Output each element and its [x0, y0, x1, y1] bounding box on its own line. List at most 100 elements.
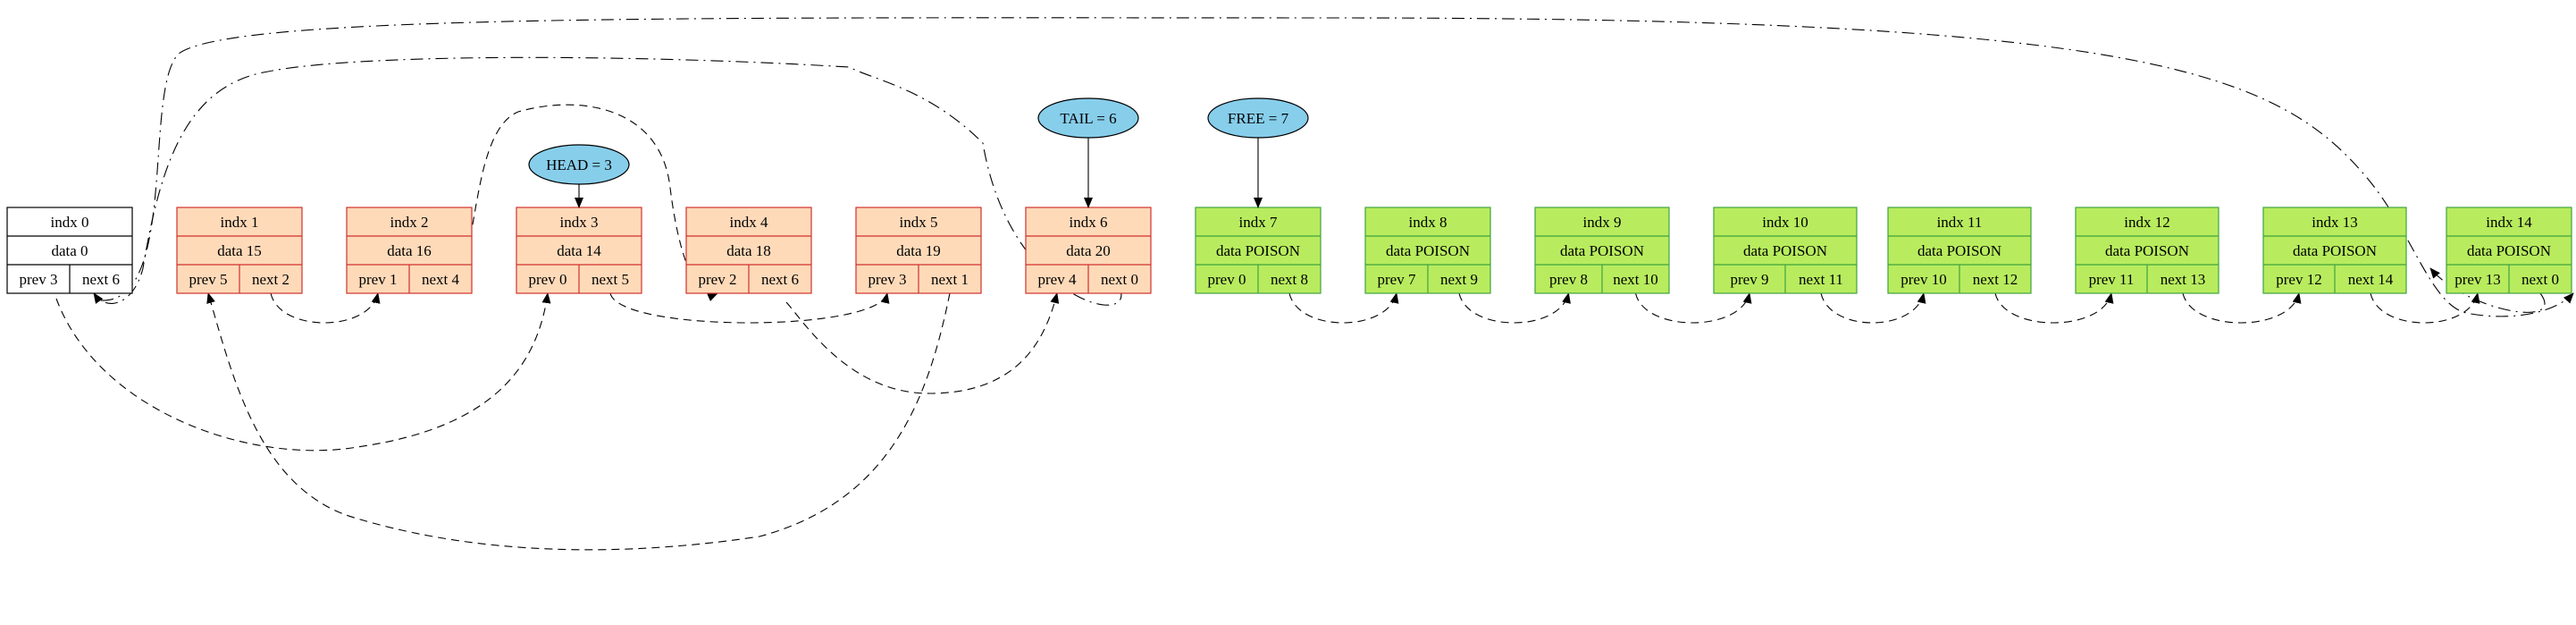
node-data-label: data POISON — [2105, 242, 2189, 259]
node-data-label: data POISON — [2467, 242, 2551, 259]
list-node: indx 11 data POISON prev 10 next 12 — [1887, 207, 2032, 294]
node-data-label: data 16 — [387, 242, 432, 259]
node-index-label: indx 6 — [1070, 214, 1108, 231]
list-node: indx 8 data POISON prev 7 next 9 — [1364, 207, 1491, 294]
link-arrow — [206, 292, 951, 551]
node-data-label: data 20 — [1066, 242, 1111, 259]
node-prev-label: prev 2 — [699, 271, 737, 288]
list-node: indx 0 data 0 prev 3 next 6 — [6, 207, 133, 294]
node-prev-label: prev 3 — [868, 271, 907, 288]
list-node: indx 10 data POISON prev 9 next 11 — [1713, 207, 1858, 294]
node-index-label: indx 2 — [390, 214, 429, 231]
node-index-label: indx 8 — [1409, 214, 1447, 231]
node-prev-label: prev 8 — [1549, 271, 1588, 288]
pointer-label: FREE = 7 — [1228, 110, 1289, 127]
node-next-label: next 6 — [761, 271, 799, 288]
node-data-label: data POISON — [1386, 242, 1470, 259]
node-index-label: indx 10 — [1762, 214, 1808, 231]
node-prev-label: prev 9 — [1731, 271, 1769, 288]
list-node: indx 4 data 18 prev 2 next 6 — [685, 207, 812, 294]
pointer-oval — [528, 144, 630, 185]
edges-layer — [55, 17, 2574, 551]
node-next-label: next 1 — [931, 271, 969, 288]
link-arrow — [100, 17, 2574, 317]
link-arrow — [270, 292, 381, 324]
node-index-label: indx 12 — [2124, 214, 2169, 231]
free-pointer: FREE = 7 — [1207, 97, 1309, 208]
link-arrow — [1288, 292, 1399, 324]
list-node: indx 13 data POISON prev 12 next 14 — [2262, 207, 2407, 294]
pointers-layer: HEAD = 3 TAIL = 6 FREE = 7 — [528, 97, 1309, 208]
node-index-label: indx 1 — [221, 214, 259, 231]
node-next-label: next 0 — [2521, 271, 2559, 288]
node-index-label: indx 0 — [51, 214, 89, 231]
node-data-label: data POISON — [2293, 242, 2377, 259]
node-next-label: next 0 — [1101, 271, 1138, 288]
node-next-label: next 12 — [1973, 271, 2018, 288]
node-index-label: indx 3 — [560, 214, 599, 231]
node-index-label: indx 14 — [2486, 214, 2532, 231]
link-arrow — [2182, 292, 2302, 324]
node-next-label: next 6 — [82, 271, 120, 288]
list-node: indx 12 data POISON prev 11 next 13 — [2075, 207, 2219, 294]
node-index-label: indx 11 — [1937, 214, 1983, 231]
node-prev-label: prev 4 — [1038, 271, 1077, 288]
node-data-label: data 19 — [896, 242, 941, 259]
node-next-label: next 4 — [422, 271, 460, 288]
pointer-label: TAIL = 6 — [1060, 110, 1116, 127]
node-prev-label: prev 11 — [2089, 271, 2135, 288]
head-pointer: HEAD = 3 — [528, 144, 630, 208]
node-prev-label: prev 5 — [189, 271, 228, 288]
node-data-label: data POISON — [1216, 242, 1300, 259]
node-prev-label: prev 1 — [359, 271, 398, 288]
node-data-label: data 18 — [726, 242, 771, 259]
node-prev-label: prev 13 — [2454, 271, 2500, 288]
node-data-label: data POISON — [1917, 242, 2001, 259]
nodes-layer: indx 0 data 0 prev 3 next 6 indx 1 data 15 pre… — [6, 207, 2572, 294]
link-arrow — [1634, 292, 1752, 324]
list-node: indx 5 data 19 prev 3 next 1 — [855, 207, 982, 294]
node-prev-label: prev 0 — [1208, 271, 1246, 288]
pointer-oval — [1037, 97, 1139, 139]
link-arrow — [1994, 292, 2114, 324]
node-data-label: data 0 — [51, 242, 88, 259]
link-arrow — [2429, 267, 2546, 313]
node-prev-label: prev 10 — [1901, 271, 1946, 288]
node-data-label: data 15 — [217, 242, 262, 259]
link-arrow — [785, 292, 1060, 394]
list-node: indx 3 data 14 prev 0 next 5 — [516, 207, 642, 294]
node-index-label: indx 13 — [2312, 214, 2357, 231]
link-arrow — [1458, 292, 1571, 324]
node-data-label: data 14 — [557, 242, 601, 259]
node-index-label: indx 5 — [900, 214, 938, 231]
node-prev-label: prev 3 — [20, 271, 58, 288]
link-arrow — [2370, 292, 2480, 324]
list-node: indx 14 data POISON prev 13 next 0 — [2446, 207, 2572, 294]
node-data-label: data POISON — [1560, 242, 1644, 259]
node-next-label: next 14 — [2348, 271, 2394, 288]
node-prev-label: prev 0 — [529, 271, 567, 288]
node-index-label: indx 4 — [730, 214, 768, 231]
node-prev-label: prev 12 — [2276, 271, 2321, 288]
pointer-oval — [1207, 97, 1309, 139]
list-node: indx 7 data POISON prev 0 next 8 — [1195, 207, 1322, 294]
link-arrow — [1820, 292, 1926, 324]
node-next-label: next 13 — [2161, 271, 2206, 288]
node-index-label: indx 9 — [1583, 214, 1622, 231]
node-next-label: next 5 — [592, 271, 629, 288]
list-node: indx 6 data 20 prev 4 next 0 — [1025, 207, 1152, 294]
node-prev-label: prev 7 — [1378, 271, 1416, 288]
node-next-label: next 11 — [1799, 271, 1843, 288]
tail-pointer: TAIL = 6 — [1037, 97, 1139, 208]
link-arrow — [440, 104, 718, 301]
list-node: indx 2 data 16 prev 1 next 4 — [346, 207, 473, 294]
node-index-label: indx 7 — [1239, 214, 1278, 231]
node-data-label: data POISON — [1743, 242, 1827, 259]
node-next-label: next 9 — [1440, 271, 1478, 288]
node-next-label: next 8 — [1271, 271, 1308, 288]
pointer-label: HEAD = 3 — [546, 156, 612, 173]
link-arrow — [609, 292, 890, 324]
